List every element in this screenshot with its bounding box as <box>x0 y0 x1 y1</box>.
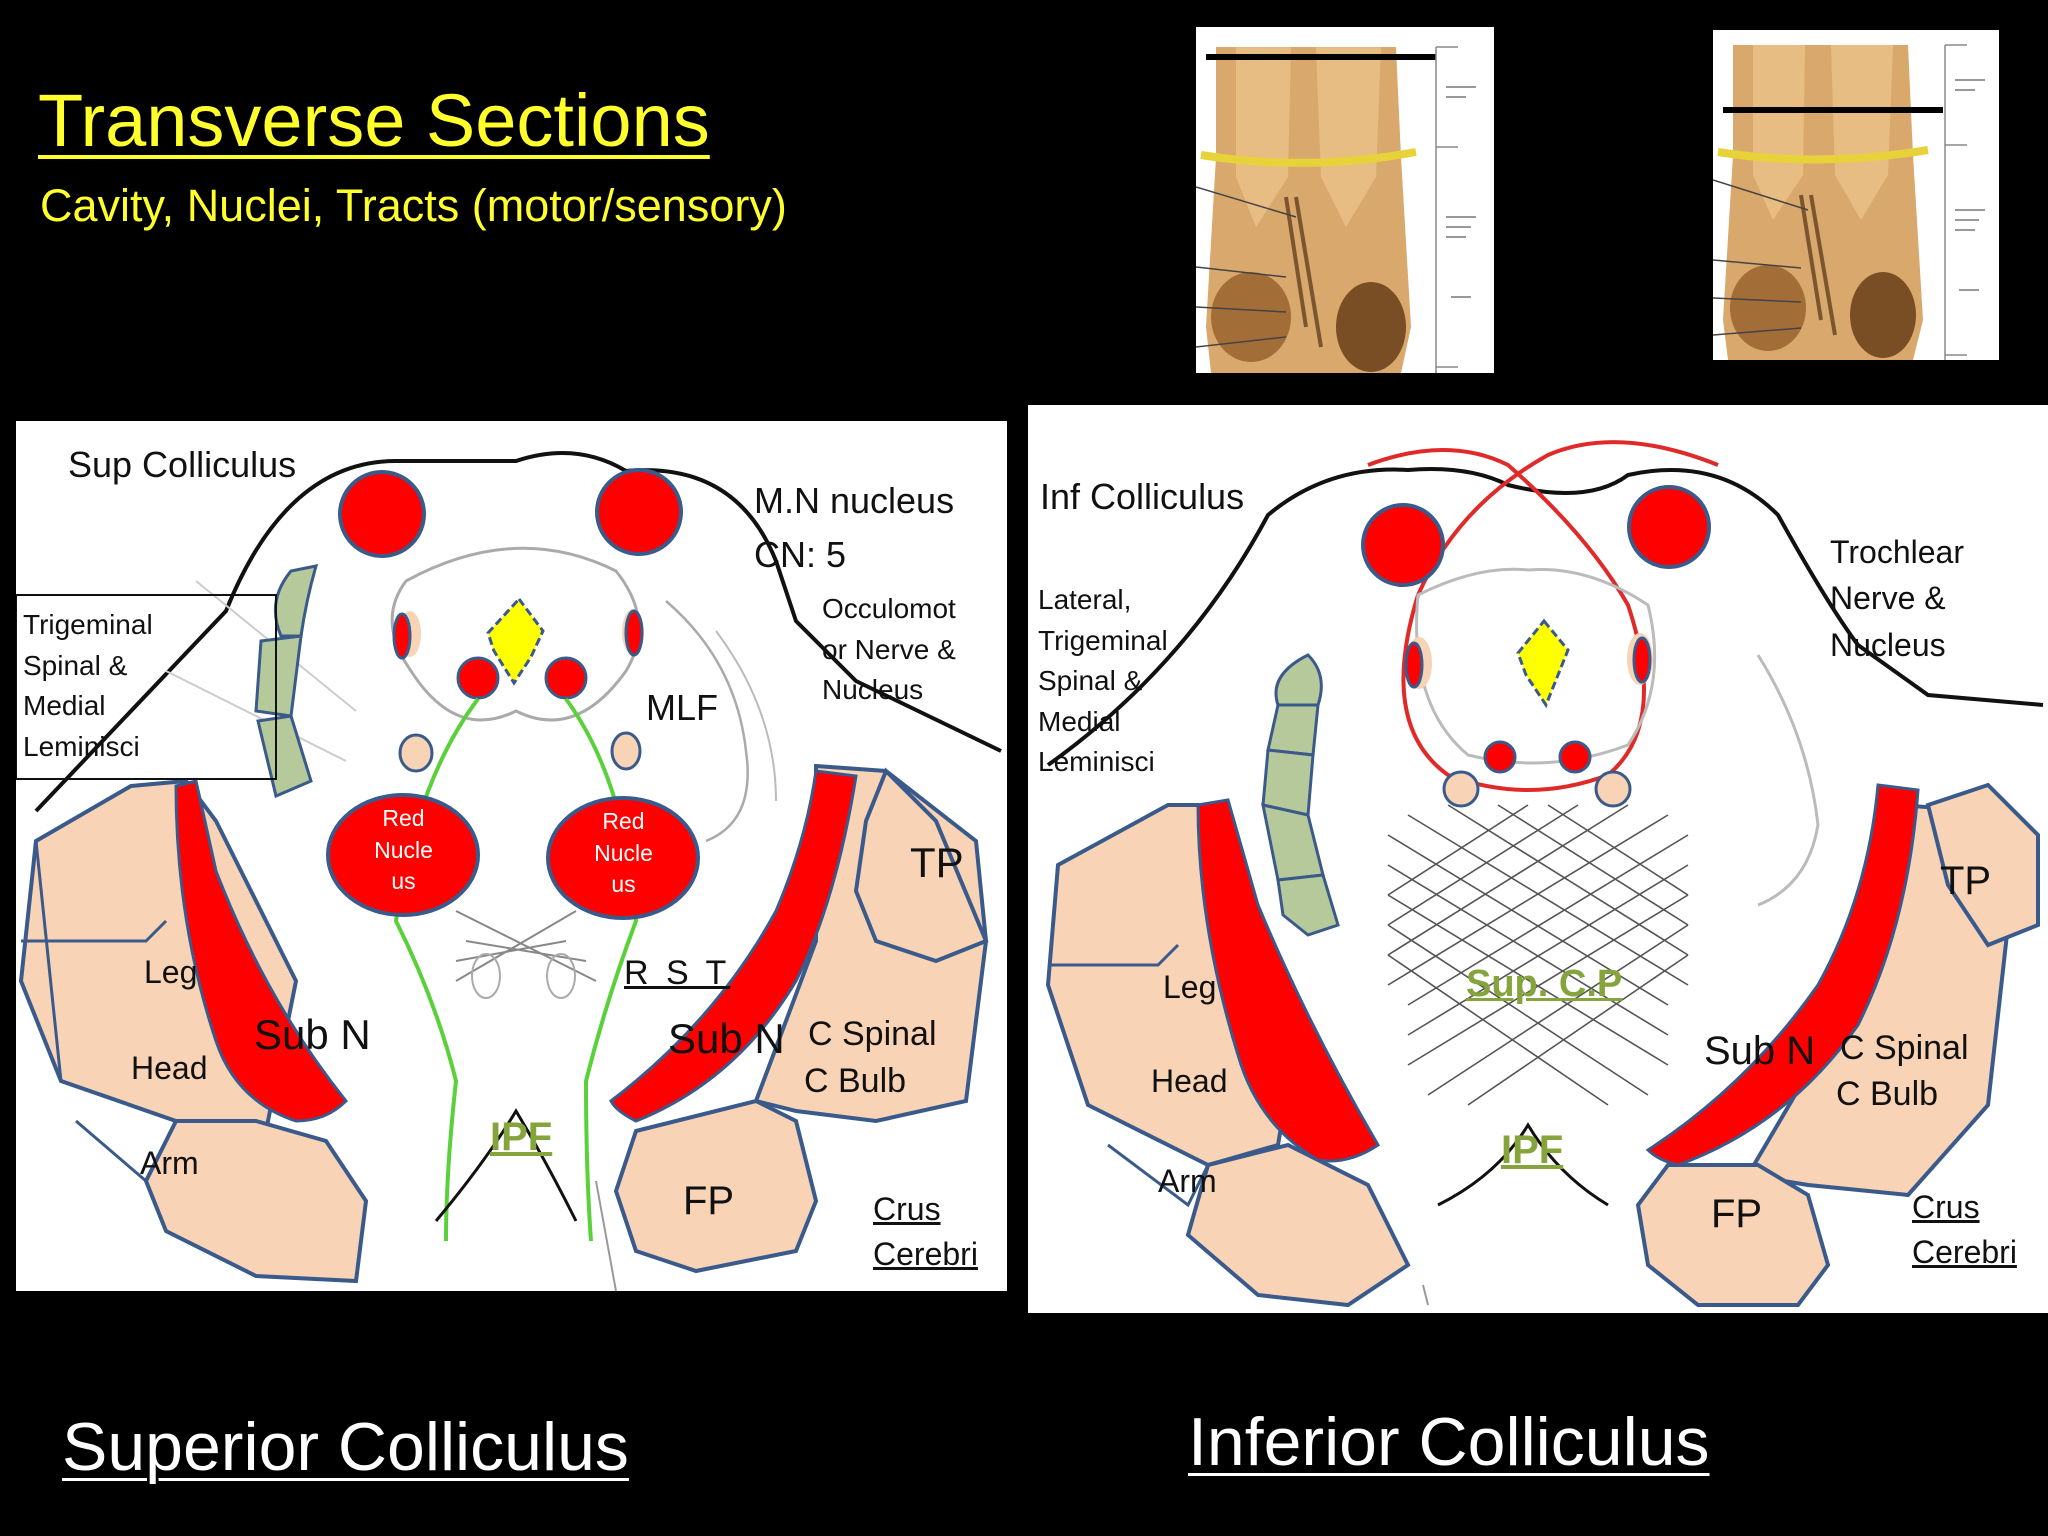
leg-label: Leg <box>1163 969 1217 1005</box>
lateral-trigeminal-label: Lateral, Trigeminal Spinal & Medial Lemi… <box>1038 584 1168 778</box>
ipf-label: IPF <box>490 1115 553 1159</box>
crus-cerebri-label: Crus Cerebri <box>1912 1189 2017 1270</box>
tp-label: TP <box>910 839 964 886</box>
sub-n-label-right: Sub N <box>668 1015 785 1062</box>
cn5-label: CN: 5 <box>754 534 847 575</box>
slide-subtitle: Cavity, Nuclei, Tracts (motor/sensory) <box>40 180 787 231</box>
red-nucleus-label-right: Red Nucle us <box>594 808 653 898</box>
c-spinal-label: C Spinal <box>1840 1029 1969 1067</box>
sup-colliculus-label: Sup Colliculus <box>68 444 297 485</box>
trochlear-label: Trochlear Nerve & Nucleus <box>1830 534 1964 663</box>
mlf-label: MLF <box>646 687 718 728</box>
caption-inferior-colliculus: Inferior Colliculus <box>1188 1404 1710 1480</box>
tp-label: TP <box>1940 859 1992 903</box>
crus-cerebri-label: Crus Cerebri <box>873 1191 978 1272</box>
fp-label: FP <box>683 1179 735 1223</box>
inferior-colliculus-section: Inf Colliculus Lateral, Trigeminal Spina… <box>1028 405 2048 1313</box>
c-bulb-label: C Bulb <box>1836 1075 1939 1113</box>
head-label: Head <box>1151 1063 1228 1099</box>
inf-colliculus-label: Inf Colliculus <box>1040 476 1245 517</box>
c-bulb-label: C Bulb <box>804 1062 907 1100</box>
oculomotor-label: Occulomot or Nerve & Nucleus <box>822 593 956 706</box>
superior-colliculus-section: Sup Colliculus M.N nucleus CN: 5 Trigemi… <box>16 421 1007 1291</box>
brainstem-thumbnail-inferior <box>1713 30 1999 360</box>
sub-n-label-left: Sub N <box>254 1011 371 1058</box>
fp-label: FP <box>1711 1192 1763 1236</box>
ipf-label: IPF <box>1501 1128 1564 1172</box>
slide-title: Transverse Sections <box>38 79 710 162</box>
arm-label: Arm <box>140 1145 199 1181</box>
red-nucleus-label-left: Red Nucle us <box>374 805 433 895</box>
rst-label: R S T <box>624 954 731 992</box>
caption-superior-colliculus: Superior Colliculus <box>62 1409 629 1485</box>
head-label: Head <box>131 1050 208 1086</box>
c-spinal-label: C Spinal <box>808 1015 937 1053</box>
trigeminal-label: Trigeminal Spinal & Medial Leminisci <box>23 609 153 762</box>
sub-n-label: Sub N <box>1704 1029 1816 1073</box>
leg-label: Leg <box>144 954 198 990</box>
brainstem-thumbnail-superior <box>1196 27 1494 373</box>
sup-cp-label: Sup. C.P <box>1466 963 1623 1005</box>
mn-nucleus-label: M.N nucleus <box>754 480 955 521</box>
arm-label: Arm <box>1158 1163 1217 1199</box>
